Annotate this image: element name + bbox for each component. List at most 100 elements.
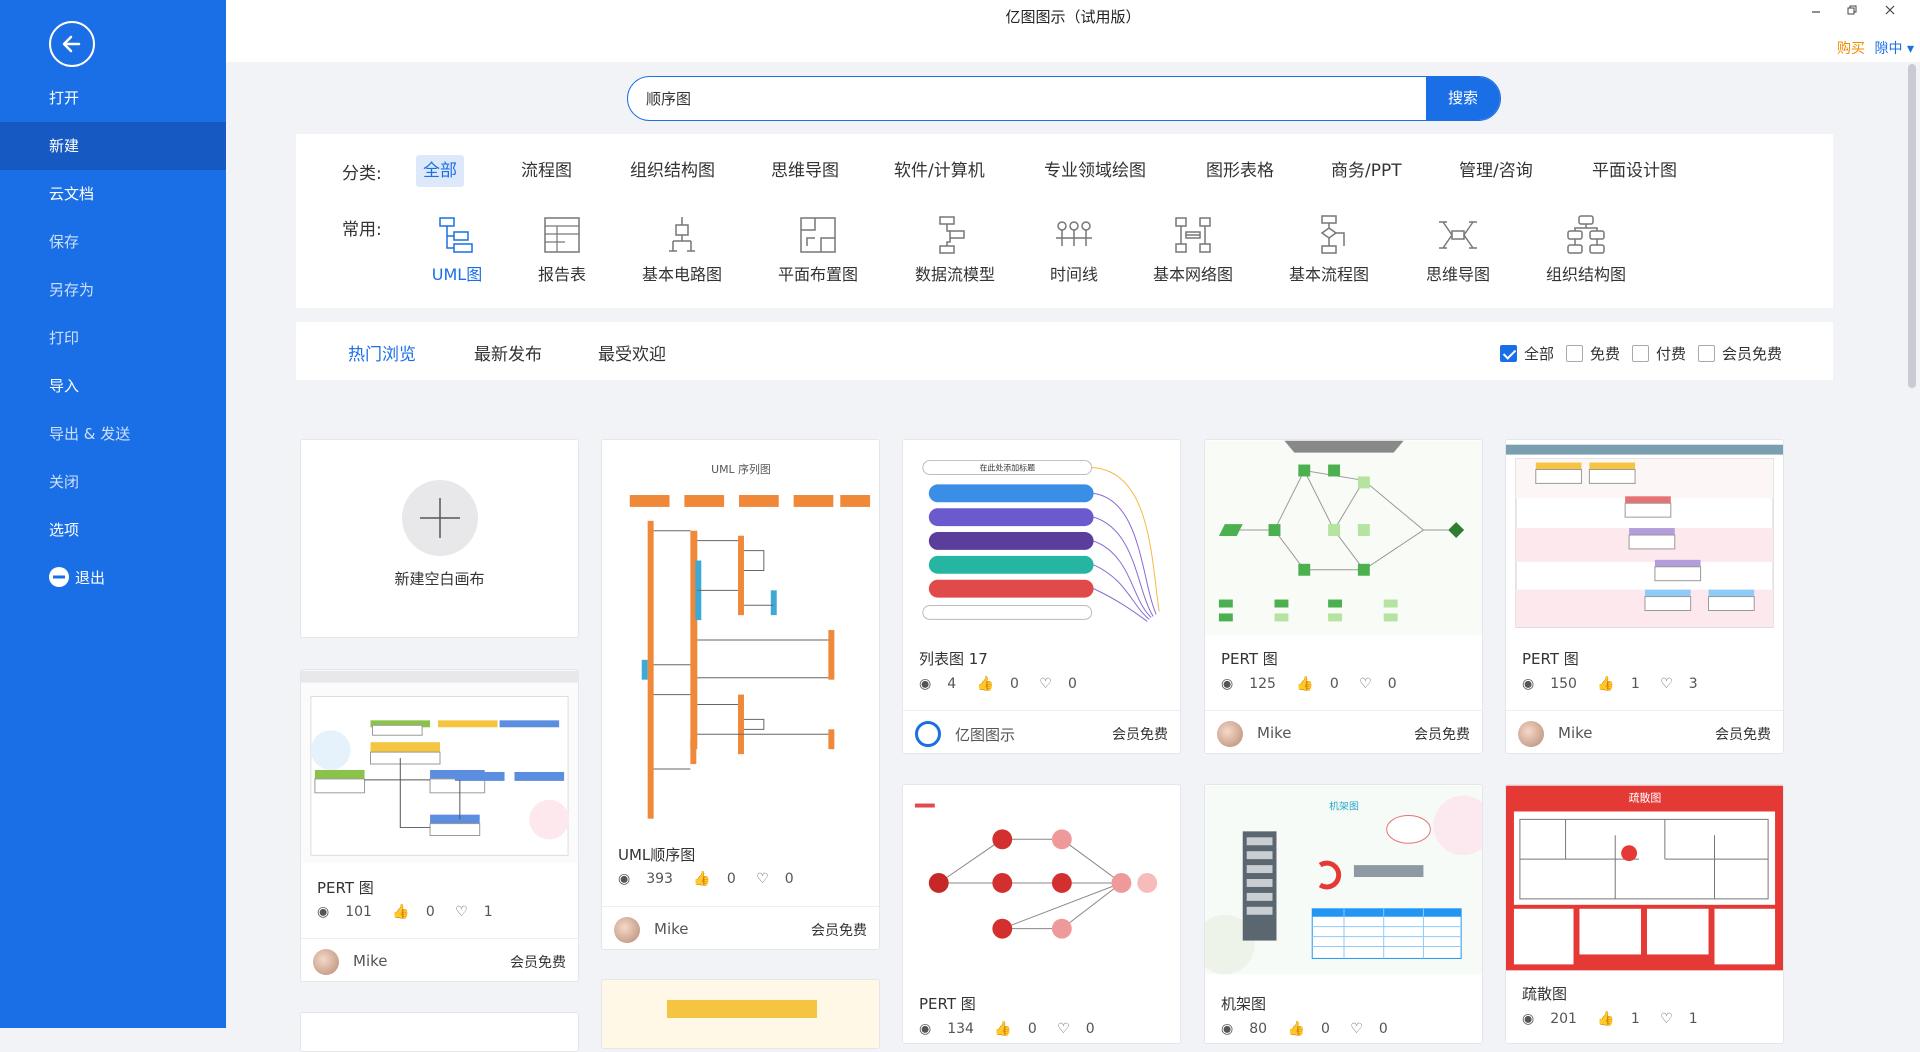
mindmap-icon: [1439, 221, 1477, 249]
restore-button[interactable]: [1840, 4, 1864, 24]
author-name[interactable]: Mike: [1558, 724, 1593, 742]
template-card[interactable]: 机架图 机架图 ◉80 👍0 ♡0: [1204, 784, 1483, 1044]
close-button[interactable]: [1878, 4, 1902, 24]
common-report[interactable]: 报告表: [512, 214, 612, 285]
card-stats: ◉201 👍1 ♡1: [1522, 1011, 1714, 1027]
edraw-logo-icon[interactable]: [915, 721, 941, 747]
favs-count: 0: [1387, 676, 1397, 692]
scrollbar[interactable]: [1908, 64, 1916, 388]
category-professional[interactable]: 专业领域绘图: [1044, 161, 1146, 181]
views-count: 4: [947, 676, 957, 692]
template-card[interactable]: [601, 979, 880, 1049]
sidebar-item-exit[interactable]: 退出: [0, 554, 226, 602]
avatar[interactable]: [313, 949, 339, 975]
author-name[interactable]: Mike: [353, 952, 388, 970]
search-bar: 搜索: [627, 76, 1501, 121]
common-basic-flow[interactable]: 基本流程图: [1279, 214, 1379, 285]
sidebar-item-close[interactable]: 关闭: [49, 473, 80, 491]
avatar[interactable]: [1518, 721, 1544, 747]
like-icon: 👍: [976, 676, 995, 692]
category-org-chart[interactable]: 组织结构图: [630, 161, 715, 181]
card-stats: ◉134 👍0 ♡0: [919, 1021, 1111, 1037]
template-thumbnail: UML 序列图: [602, 441, 879, 829]
checkbox-icon: [1698, 345, 1715, 362]
restore-icon: [1847, 5, 1857, 15]
card-footer: Mike 会员免费: [1506, 710, 1783, 753]
category-flowchart[interactable]: 流程图: [521, 161, 572, 181]
common-uml[interactable]: UML图: [407, 214, 507, 285]
buy-link[interactable]: 购买: [1837, 41, 1865, 57]
category-management[interactable]: 管理/咨询: [1459, 161, 1533, 181]
common-network-label: 基本网络图: [1152, 265, 1233, 284]
filter-free[interactable]: 免费: [1566, 343, 1620, 364]
views-count: 80: [1249, 1021, 1268, 1037]
new-blank-canvas-card[interactable]: 新建空白画布: [300, 439, 579, 638]
sidebar-item-save[interactable]: 保存: [49, 233, 80, 251]
template-thumbnail: [602, 980, 879, 1048]
category-software[interactable]: 软件/计算机: [894, 161, 985, 181]
sidebar-item-export[interactable]: 导出 & 发送: [49, 425, 131, 443]
template-card[interactable]: 在此处添加标题 列表图 17 ◉4 👍0 ♡0 亿图图示 会员免费: [902, 439, 1181, 754]
category-mindmap[interactable]: 思维导图: [771, 161, 839, 181]
common-floor-plan-label: 平面布置图: [777, 265, 858, 284]
tab-latest[interactable]: 最新发布: [474, 345, 542, 365]
filter-all[interactable]: 全部: [1500, 343, 1554, 364]
common-org-chart[interactable]: 组织结构图: [1536, 214, 1636, 285]
minimize-button[interactable]: [1804, 4, 1828, 24]
author-name[interactable]: Mike: [654, 920, 689, 938]
tab-hot[interactable]: 热门浏览: [348, 345, 416, 365]
common-data-flow[interactable]: 数据流模型: [905, 214, 1005, 285]
favs-count: 0: [784, 871, 794, 887]
checkbox-checked-icon: [1500, 345, 1517, 362]
category-business[interactable]: 商务/PPT: [1331, 161, 1402, 181]
views-count: 101: [345, 904, 372, 920]
tab-popular[interactable]: 最受欢迎: [598, 345, 666, 365]
likes-count: 0: [1320, 1021, 1330, 1037]
filter-member[interactable]: 会员免费: [1698, 343, 1782, 364]
category-all[interactable]: 全部: [416, 155, 464, 187]
common-network[interactable]: 基本网络图: [1143, 214, 1243, 285]
category-graphic-table[interactable]: 图形表格: [1206, 161, 1274, 181]
template-card[interactable]: PERT 图 ◉125 👍0 ♡0 Mike 会员免费: [1204, 439, 1483, 754]
template-card[interactable]: UML 序列图 UML顺序图 ◉393 👍0 ♡0 Mike 会员免费: [601, 439, 880, 950]
sidebar-item-new[interactable]: 新建: [0, 122, 226, 170]
common-floor-plan[interactable]: 平面布置图: [768, 214, 868, 285]
views-icon: ◉: [1522, 676, 1535, 692]
back-button[interactable]: [49, 21, 95, 67]
sidebar-item-import[interactable]: 导入: [49, 377, 80, 395]
sidebar-item-print[interactable]: 打印: [49, 329, 80, 347]
card-stats: ◉125 👍0 ♡0: [1221, 676, 1413, 692]
sidebar-item-cloud[interactable]: 云文档: [49, 185, 95, 203]
template-card[interactable]: [300, 1012, 579, 1052]
search-input[interactable]: [646, 77, 1326, 119]
filter-paid-label: 付费: [1656, 345, 1687, 363]
sidebar-item-open[interactable]: 打开: [49, 89, 80, 107]
report-icon: [544, 217, 580, 253]
title-bar: 亿图图示（试用版） 购买 隙中 ▾: [226, 0, 1920, 62]
favs-count: 0: [1067, 676, 1077, 692]
sidebar-item-options[interactable]: 选项: [49, 521, 80, 539]
filter-paid[interactable]: 付费: [1632, 343, 1686, 364]
common-mindmap[interactable]: 思维导图: [1408, 214, 1508, 285]
template-card[interactable]: PERT 图 ◉134 👍0 ♡0: [902, 784, 1181, 1044]
card-title: PERT 图: [1522, 650, 1579, 668]
sidebar-item-save-as[interactable]: 另存为: [49, 281, 95, 299]
avatar[interactable]: [614, 917, 640, 943]
template-card[interactable]: PERT 图 ◉150 👍1 ♡3 Mike 会员免费: [1505, 439, 1784, 754]
card-stats: ◉4 👍0 ♡0: [919, 676, 1093, 692]
common-label: 常用:: [342, 220, 382, 240]
common-timeline[interactable]: 时间线: [1024, 214, 1124, 285]
arrow-left-icon: [62, 35, 81, 53]
template-card[interactable]: PERT 图 ◉101 👍0 ♡1 Mike 会员免费: [300, 669, 579, 982]
author-name[interactable]: Mike: [1257, 724, 1292, 742]
common-circuit[interactable]: 基本电路图: [632, 214, 732, 285]
category-graphic-design[interactable]: 平面设计图: [1592, 161, 1677, 181]
search-button[interactable]: 搜索: [1426, 77, 1500, 120]
avatar[interactable]: [1217, 721, 1243, 747]
template-card[interactable]: 疏散图 疏散图 ◉201 👍1 ♡1: [1505, 784, 1784, 1044]
price-badge: 会员免费: [811, 923, 867, 939]
card-title: UML顺序图: [618, 846, 696, 864]
author-name[interactable]: 亿图图示: [955, 726, 1016, 744]
user-menu[interactable]: 隙中 ▾: [1874, 41, 1914, 57]
price-badge: 会员免费: [510, 955, 566, 971]
